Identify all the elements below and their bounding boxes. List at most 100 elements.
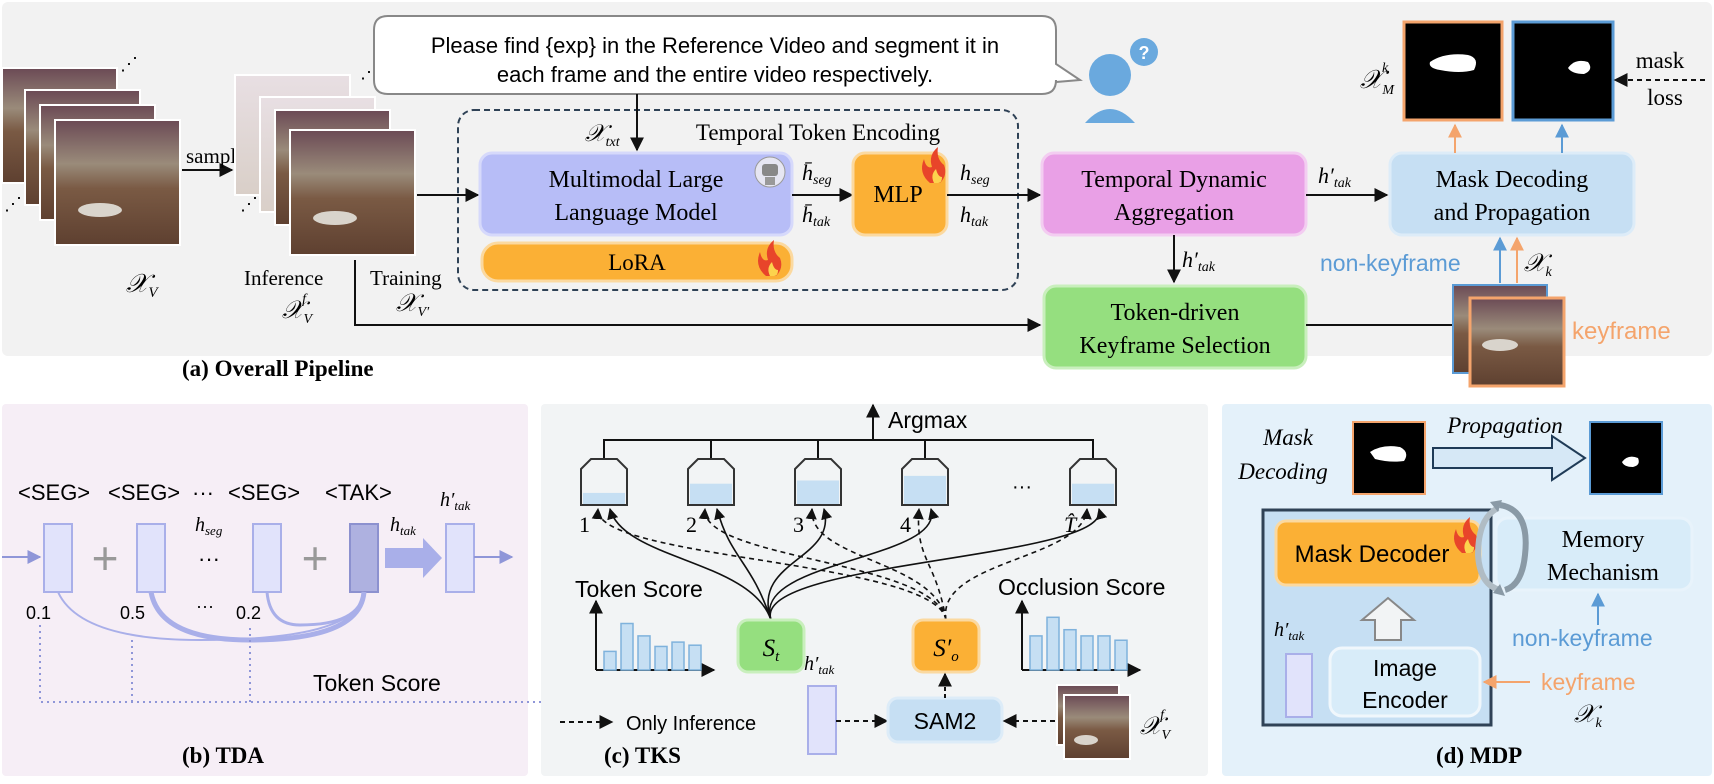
sampled-frames-stack: ⋰ ⋰ [234,62,416,256]
keyframe-image [1468,296,1566,388]
score-bucket-4 [901,458,949,506]
tks-label-line2: Keyframe Selection [1079,333,1270,359]
query-text-line1: Please find {exp} in the Reference Video… [431,33,999,58]
mlp-label: MLP [873,182,922,208]
panel-a-title: (a) Overall Pipeline [182,356,374,381]
score-bucket-5 [1069,458,1117,506]
lora-flame-icon [758,240,782,276]
lora-label: LoRA [608,250,666,275]
h-tak-prime-feature-c [807,685,837,755]
h-tak-prime-label-b: h′tak [440,489,470,513]
temporal-token-encoding-label: Temporal Token Encoding [696,120,941,145]
st-curve-1 [607,507,772,621]
h-tak-prime-label-a: h′tak [1318,163,1352,191]
h-tak-label-b: htak [390,514,416,538]
panel-b-title: (b) TDA [182,743,264,768]
mask-decoder-flame-icon [1454,517,1478,553]
tda-label-line2: Aggregation [1114,200,1234,226]
panel-c-title: (c) TKS [604,743,681,768]
s-t-label: St [763,635,781,665]
seg-feature-3 [252,523,282,593]
panel-tda: <SEG> <SEG> ··· <SEG> <TAK> + hseg ··· +… [2,404,772,776]
memory-cycle-icon [1474,500,1529,596]
frame-thumb-front [1063,694,1131,760]
occlusion-score-label: Occlusion Score [998,574,1165,600]
h-tak-prime-feature-d [1285,653,1313,718]
propagation-label: Propagation [1446,413,1562,438]
score-1: 0.1 [26,603,51,623]
argmax-bracket [603,439,1094,459]
lora-block [480,241,794,283]
panel-overall-pipeline: ⋰ ⋰ 𝒳V sample ⋰ ⋰ Inference 𝒳Vf Training… [1,2,1712,388]
plus-1: + [92,532,119,584]
query-speech-bubble: Please find {exp} in the Reference Video… [373,15,1083,95]
histogram-bar [654,645,668,671]
propagation-arrow [1432,434,1587,482]
histogram-bar [637,635,651,671]
bucket-label-1: 1 [579,512,590,537]
h-bar-tak-label: h̄tak [802,202,831,230]
histogram-bar [1029,635,1043,671]
encoder-to-decoder-arrow [1359,596,1417,641]
mllm-label-line2: Language Model [554,200,718,226]
h-bar-seg-label: h̄seg [802,160,832,188]
non-keyframe-label-d: non-keyframe [1512,625,1653,651]
so-curve-4 [912,507,947,621]
bucket-ellipsis: ··· [1012,476,1032,498]
argmax-label: Argmax [888,407,968,433]
token-score-label-b: Token Score [313,670,441,696]
mask-loss-label-line1: mask [1636,48,1685,73]
histogram-bar [1080,635,1094,671]
image-encoder-label-line1: Image [1373,655,1437,681]
score-ellipsis: ··· [196,596,214,616]
st-curve-4 [768,507,940,621]
mask-decoding-label-line2: Decoding [1237,459,1327,484]
memory-label-line1: Memory [1562,527,1645,553]
mdp-label-line1: Mask Decoding [1436,167,1589,193]
so-curve-1 [591,507,947,621]
score-3: 0.2 [236,603,261,623]
svg-text:⋰: ⋰ [4,194,22,214]
svg-text:?: ? [1139,43,1150,63]
h-seg-label-b: hseg [195,514,223,538]
mdp-label-line2: and Propagation [1434,200,1591,226]
aggregate-arrow [385,538,442,578]
score-2: 0.5 [120,603,145,623]
histogram-bar [1046,616,1060,671]
mlp-flame-icon [922,147,946,183]
non-keyframe-label-a: non-keyframe [1320,250,1461,276]
bucket-label-2: 2 [686,512,697,537]
seg-ellipsis-2: ··· [198,546,220,571]
occlusion-score-histogram [1015,599,1142,677]
image-encoder-label-line2: Encoder [1362,687,1448,713]
mdp-block [1388,151,1636,237]
st-curve-2 [714,507,772,621]
s-t-block [736,618,806,674]
histogram-bar [620,622,634,671]
so-curve-5 [945,507,1092,621]
h-tak-prime-label-d: h′tak [1274,619,1304,643]
histogram-bar [688,644,702,671]
tak-feature [349,523,379,593]
video-frames-stack: ⋰ ⋰ [1,54,181,246]
so-curve-3 [805,507,947,621]
s-o-block [911,618,981,674]
seg-feature-2 [136,523,166,593]
seg-feature-1 [43,523,73,593]
plus-2: + [302,532,329,584]
seg-token-2: <SEG> [108,480,180,505]
only-inference-label: Only Inference [626,713,756,735]
score-curves [591,507,1108,621]
h-tak-prime-label-b: h′tak [1182,247,1216,275]
robot-icon [754,156,786,188]
propagated-mask-d [1589,421,1663,495]
panel-d-title: (d) MDP [1436,743,1522,768]
svg-text:⋰: ⋰ [240,194,258,214]
tda-label-line1: Temporal Dynamic [1081,167,1267,193]
seg-token-3: <SEG> [228,480,300,505]
mask-decoding-label-line1: Mask [1262,425,1314,450]
st-curve-5 [769,507,1108,621]
histogram-bar [1114,639,1128,671]
tks-label-line1: Token-driven [1111,300,1240,326]
